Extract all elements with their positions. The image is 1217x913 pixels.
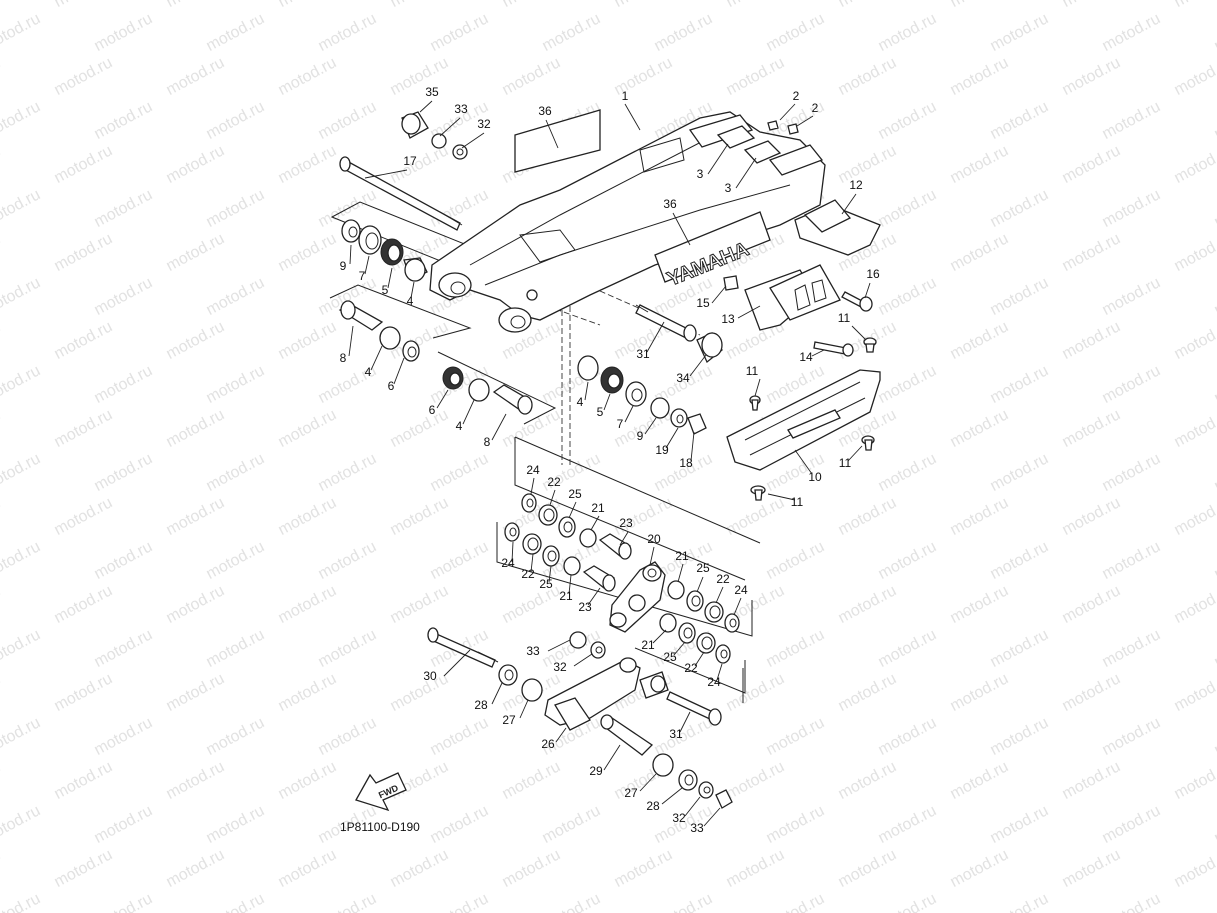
part-number-label: 22 [716, 572, 730, 586]
part-number-label: 4 [407, 294, 414, 308]
part-number-label: 22 [684, 661, 698, 675]
part-number-label: 26 [541, 737, 555, 751]
part-number-label: 25 [696, 561, 710, 575]
part-number-label: 31 [669, 727, 683, 741]
part-number-label: 13 [721, 312, 735, 326]
part-number-label: 19 [655, 443, 669, 457]
part-number-label: 11 [791, 495, 804, 509]
part-number-label: 29 [589, 764, 603, 778]
chain-slider-10 [726, 369, 881, 501]
part-number-label: 32 [477, 117, 491, 131]
part-number-label: 33 [526, 644, 540, 658]
part-number-label: 1 [622, 89, 629, 103]
part-number-label: 6 [388, 379, 395, 393]
part-number-label: 8 [340, 351, 347, 365]
part-number-label: 10 [808, 470, 822, 484]
pivot-bearings-right [577, 355, 707, 435]
decal-36-top [514, 109, 601, 173]
decal-36-side [654, 211, 771, 283]
part-number-label: 8 [484, 435, 491, 449]
part-number-label: 32 [553, 660, 567, 674]
part-number-label: 36 [663, 197, 677, 211]
part-number-label: 4 [456, 419, 463, 433]
part-number-label: 21 [675, 549, 689, 563]
collar-stack-8-4-6 [338, 300, 420, 362]
part-number-label: 11 [746, 364, 759, 378]
part-number-label: 23 [619, 516, 633, 530]
part-number-label: 24 [707, 675, 721, 689]
part-number-label: 5 [597, 405, 604, 419]
part-number-label: 23 [578, 600, 592, 614]
relay-arm-20 [609, 561, 666, 633]
leader-lines [348, 100, 871, 827]
part-number-label: 35 [425, 85, 439, 99]
part-number-label: 7 [617, 417, 624, 431]
bumper-34 [696, 332, 723, 364]
diagram-code: 1P81100-D190 [340, 820, 420, 834]
part-number-label: 11 [839, 456, 852, 470]
pivot-bearings-left [341, 219, 428, 282]
pivot-shaft-17 [339, 156, 463, 231]
part-number-label: 34 [676, 371, 690, 385]
part-number-label: 27 [624, 786, 638, 800]
connecting-rod-26 [544, 657, 669, 731]
part-number-label: 15 [696, 296, 710, 310]
adjuster-3b [743, 140, 782, 164]
part-number-label: 3 [725, 181, 732, 195]
part-number-label: 28 [646, 799, 660, 813]
part-number-label: 9 [637, 429, 644, 443]
adjuster-3a [716, 125, 756, 149]
part-number-label: 36 [538, 104, 552, 118]
small-fasteners [401, 111, 877, 357]
part-number-label: 4 [365, 365, 372, 379]
part-number-label: 5 [382, 283, 389, 297]
part-number-label: 24 [734, 583, 748, 597]
part-number-label: 18 [679, 456, 693, 470]
part-number-label: 22 [521, 567, 535, 581]
part-number-label: 31 [636, 347, 650, 361]
part-number-label: 21 [641, 638, 655, 652]
part-number-label: 32 [672, 811, 686, 825]
part-number-label: 25 [568, 487, 582, 501]
part-number-label: 12 [849, 178, 863, 192]
part-number-label: 25 [663, 650, 677, 664]
relay-bearings [504, 493, 740, 664]
part-number-label: 7 [359, 269, 366, 283]
part-number-label: 3 [697, 167, 704, 181]
lower-hardware [427, 627, 733, 809]
part-number-label: 27 [502, 713, 516, 727]
part-number-label: 2 [793, 89, 800, 103]
part-number-label: 4 [577, 395, 584, 409]
part-number-label: 6 [429, 403, 436, 417]
part-number-label: 11 [838, 311, 851, 325]
part-number-label: 21 [559, 589, 573, 603]
part-number-label: 21 [591, 501, 605, 515]
part-number-label: 17 [403, 154, 417, 168]
bolt-31-upper [635, 304, 697, 342]
part-number-label: 25 [539, 577, 553, 591]
collar-stack-6-4-8 [442, 366, 533, 415]
part-number-label: 24 [526, 463, 540, 477]
part-number-label: 28 [474, 698, 488, 712]
chain-guide [744, 199, 881, 331]
part-number-label: 2 [812, 101, 819, 115]
part-number-label: 20 [647, 532, 661, 546]
part-number-label: 24 [501, 556, 515, 570]
part-number-label: 14 [799, 350, 813, 364]
part-number-label: 22 [547, 475, 561, 489]
part-number-label: 16 [866, 267, 880, 281]
part-number-label: 33 [454, 102, 468, 116]
part-number-label: 30 [423, 669, 437, 683]
part-number-label: 33 [690, 821, 704, 835]
fwd-arrow-icon: FWD [355, 772, 407, 812]
part-number-label: 9 [340, 259, 347, 273]
